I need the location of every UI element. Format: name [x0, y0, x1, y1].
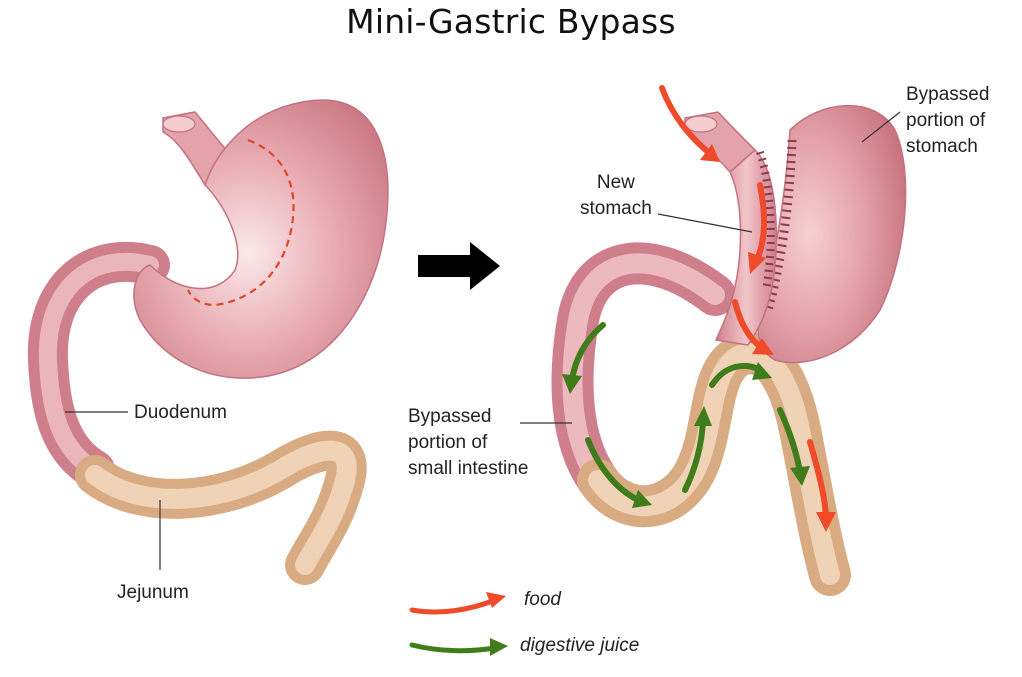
food-arrowhead: [748, 252, 766, 274]
duodenum-highlight: [38, 252, 159, 479]
juice-arrowheads: [562, 362, 810, 508]
label-jejunum: Jejunum: [117, 582, 189, 603]
juice-arrowhead: [790, 466, 810, 486]
diagram-title: Mini-Gastric Bypass: [346, 2, 676, 41]
label-line: stomach: [580, 198, 652, 219]
bypassed-stomach: [757, 104, 907, 364]
legend-juice-arrowhead: [490, 638, 508, 656]
label-line: small intestine: [408, 458, 529, 479]
label-bypassed-stomach: Bypassed portion of stomach: [906, 82, 989, 160]
juice-arrow: [585, 437, 641, 503]
juice-arrow: [777, 407, 803, 475]
legend: [409, 592, 508, 656]
label-new-stomach: New stomach: [580, 170, 652, 222]
label-line: stomach: [906, 136, 978, 157]
label-duodenum: Duodenum: [134, 402, 227, 423]
cut-line: [187, 138, 295, 307]
bypass-anatomy-illustration: [520, 85, 907, 596]
legend-juice-arrow: [409, 642, 498, 654]
jejunum-loop-highlight: [588, 343, 840, 585]
staple-line-bypassed: [763, 139, 797, 312]
new-stomach-leader: [657, 213, 753, 233]
legend-food-label: food: [524, 589, 561, 610]
juice-arrowhead: [632, 490, 652, 508]
bypassed-stomach-leader: [861, 111, 901, 143]
jejunum-highlight: [85, 440, 357, 575]
juice-arrows: [569, 322, 803, 503]
label-line: portion of: [906, 110, 986, 131]
stomach: [133, 99, 389, 379]
juice-arrowhead: [694, 406, 712, 426]
food-arrowheads: [700, 144, 836, 532]
esophagus-opening: [162, 115, 196, 133]
label-line: Bypassed: [408, 406, 492, 427]
label-line: Bypassed: [906, 84, 990, 105]
label-line: portion of: [408, 432, 488, 453]
food-arrowhead: [752, 338, 774, 355]
food-arrowhead: [816, 512, 836, 532]
label-line: New: [596, 172, 635, 193]
juice-arrowhead: [752, 362, 772, 380]
juice-arrow: [682, 417, 706, 493]
bypassed-small-intestine-highlight: [562, 253, 725, 490]
normal-anatomy-illustration: [27, 99, 389, 585]
juice-arrowhead: [562, 374, 582, 394]
transition-arrow: [418, 242, 500, 290]
food-arrowhead: [700, 144, 720, 162]
food-arrow: [807, 439, 829, 521]
legend-food-arrowhead: [486, 592, 506, 608]
juice-arrow: [569, 322, 606, 383]
label-bypassed-intestine: Bypassed portion of small intestine: [408, 404, 528, 482]
legend-food-arrow: [409, 597, 498, 615]
legend-juice-label: digestive juice: [520, 635, 640, 656]
food-arrow: [659, 85, 711, 155]
